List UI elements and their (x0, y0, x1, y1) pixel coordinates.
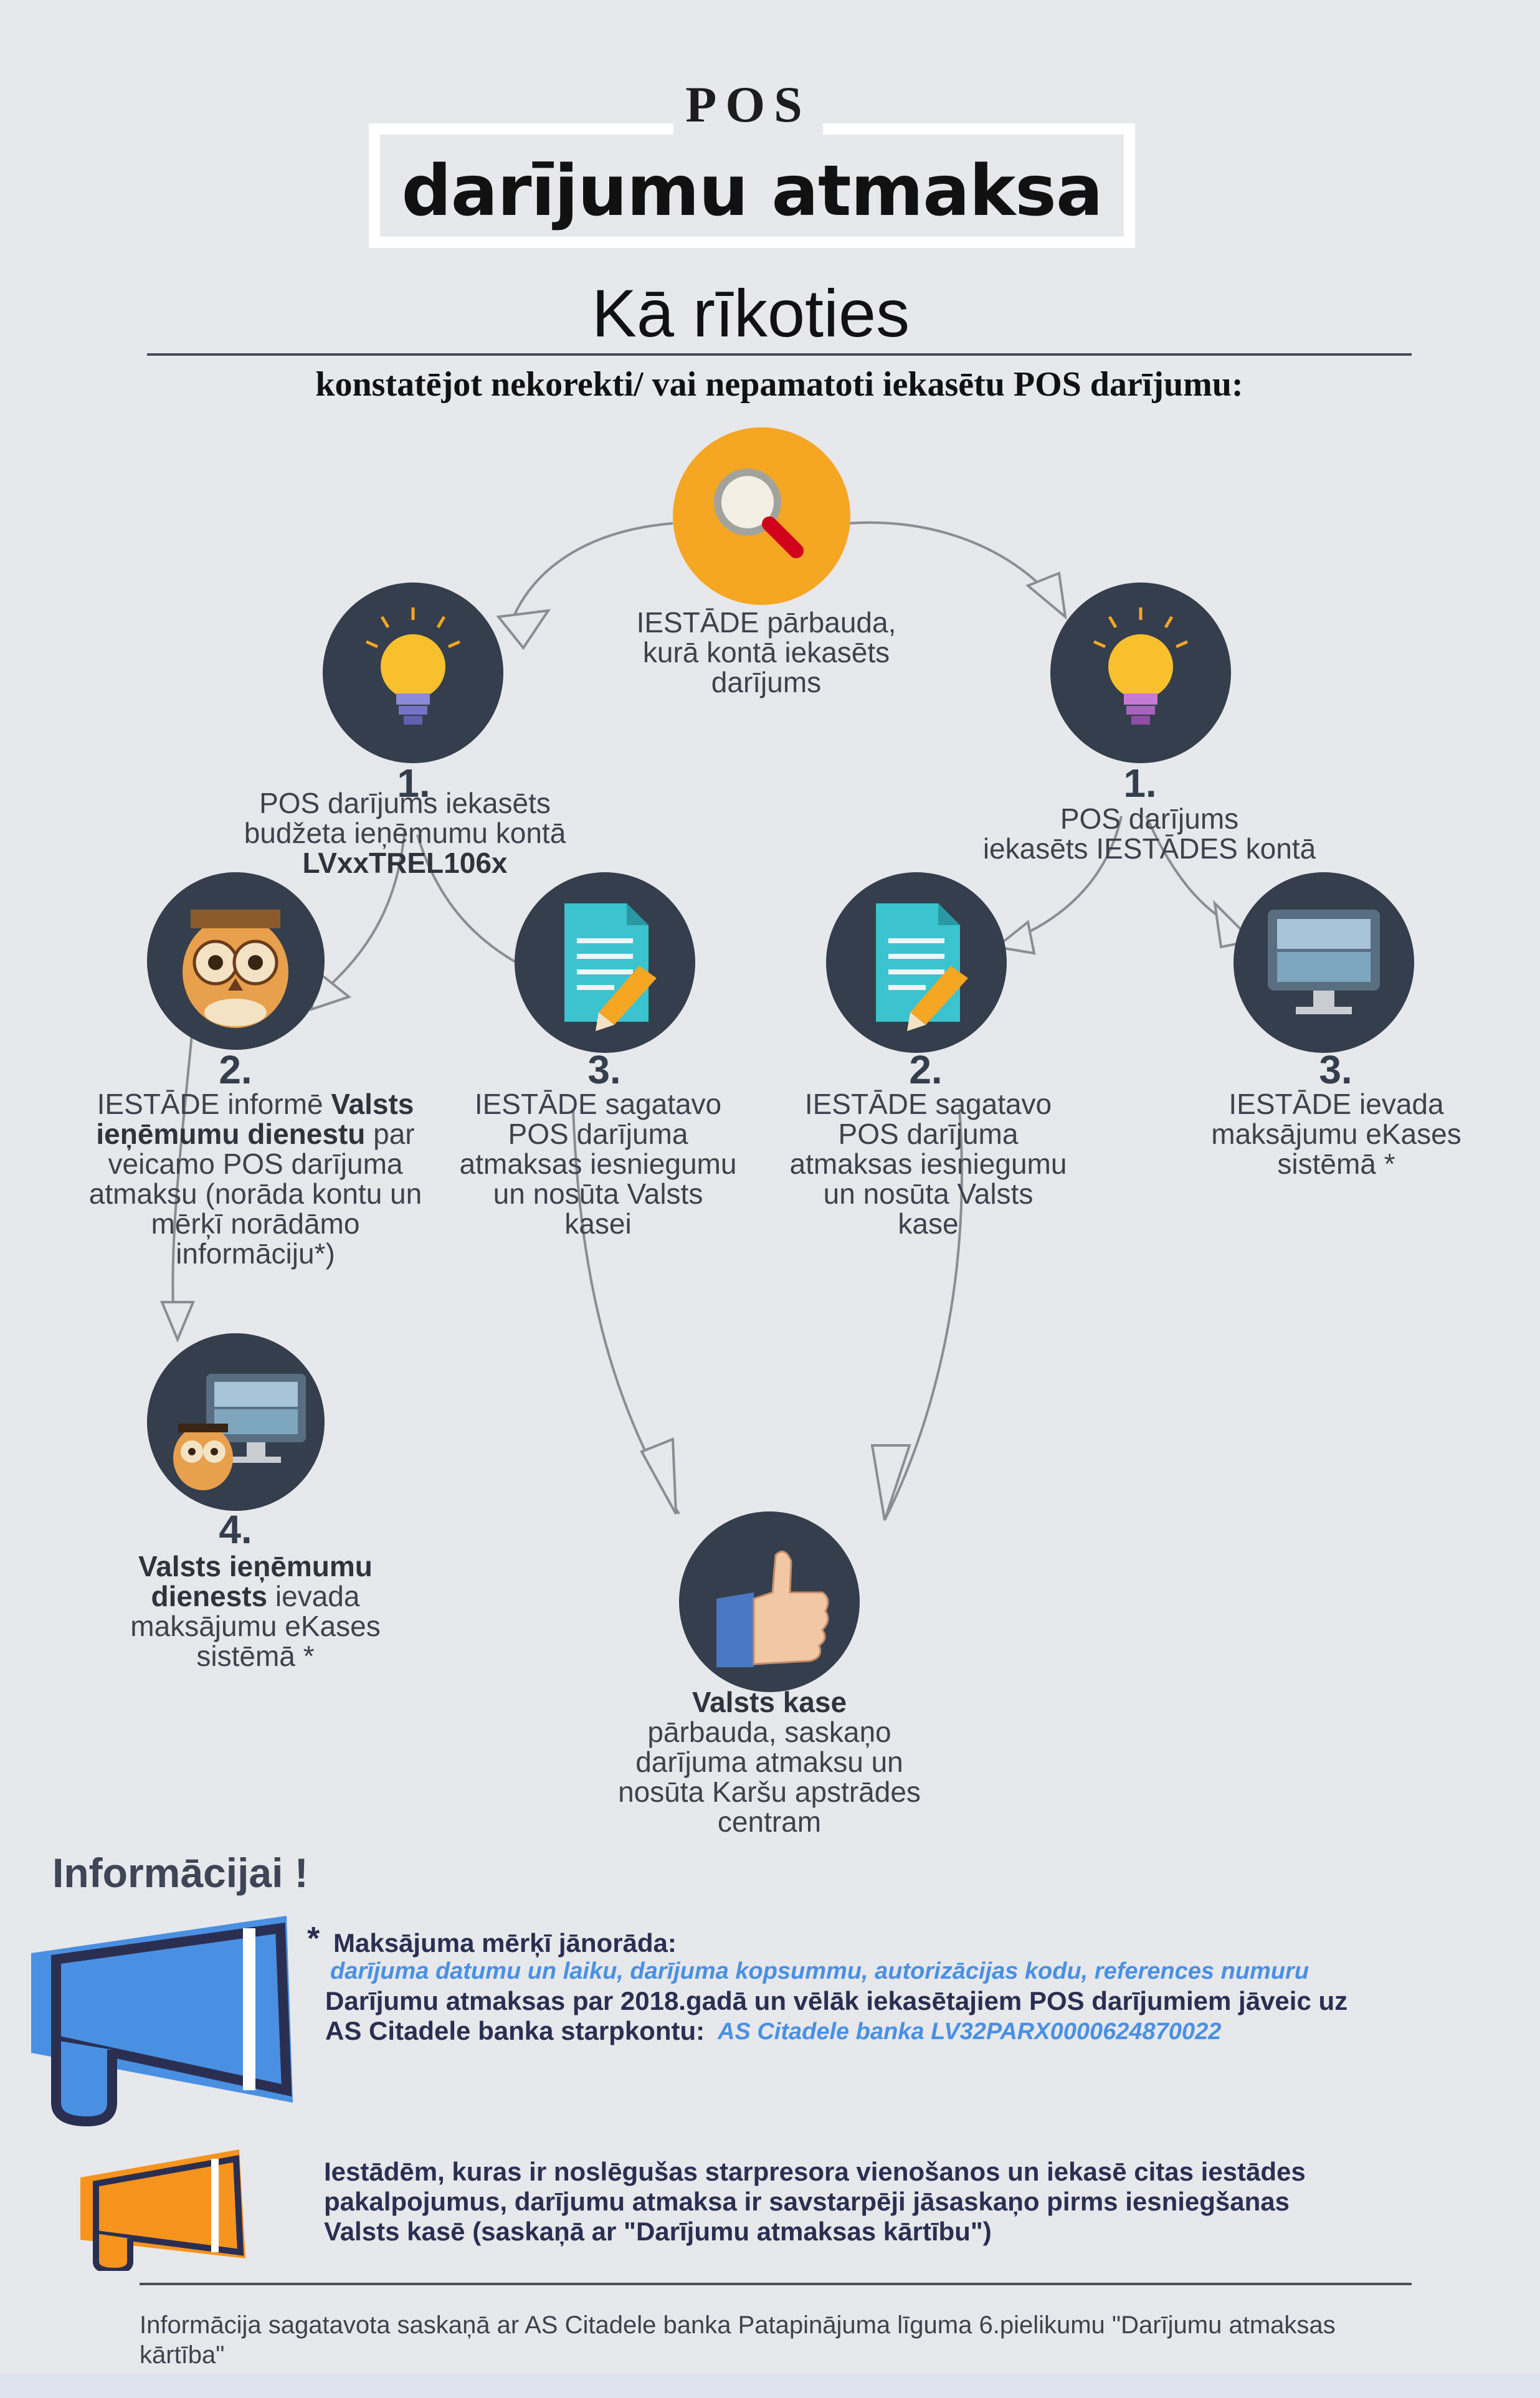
owl-icon (183, 910, 288, 1028)
lightbulb-icon (1093, 607, 1189, 725)
right-step3-text: IESTĀDE ievada maksājumu eKases sistēmā … (1211, 1088, 1462, 1180)
left-step2-circle (147, 872, 325, 1050)
top-step-circle (673, 427, 850, 605)
left-step3-text: IESTĀDE sagatavo POS darījuma atmaksas i… (459, 1088, 737, 1240)
computer-monitor-icon (1268, 910, 1380, 1014)
note-line-3: Valsts kasē (saskaņā ar "Darījumu atmaks… (324, 2217, 992, 2246)
arrow-left1-to-step2 (323, 828, 406, 992)
left-step1-number: 1. (397, 761, 430, 806)
page-subtitle: Kā rīkoties (591, 275, 910, 351)
left-step2-number: 2. (219, 1047, 252, 1092)
arrow-right1-to-step2 (1009, 816, 1123, 942)
right-step1-number: 1. (1123, 761, 1157, 806)
arrow-top-to-right (847, 521, 1054, 599)
page-title: darījumu atmaksa (401, 151, 1103, 232)
account-number: AS Citadele banka LV32PARX0000624870022 (718, 2019, 1222, 2045)
footer-source-note: Informācija sagatavota saskaņā ar AS Cit… (140, 2311, 1336, 2369)
megaphone-icon (80, 2149, 245, 2271)
left-step4-text: Valsts ieņēmumu dienests ievada maksājum… (130, 1550, 381, 1672)
scenario-question: konstatējot nekorekti/ vai nepamatoti ie… (315, 365, 1243, 404)
final-step-text: Valsts kase pārbauda, saskaņo darījuma a… (618, 1686, 921, 1838)
info-title: Informācijai ! (52, 1850, 308, 1896)
purpose-heading: Maksājuma mērķī jānorāda: (333, 1928, 677, 1958)
left-step4-circle (147, 1333, 325, 1511)
note-line-1: Iestādēm, kuras ir noslēgušas starpresor… (324, 2157, 1306, 2186)
title-frame (369, 123, 1135, 248)
document-pencil-icon (876, 903, 968, 1031)
top-step-text: IESTĀDE pārbauda, kurā kontā iekasēts da… (636, 606, 896, 698)
right-step2-circle (826, 872, 1007, 1053)
lightbulb-icon (365, 607, 461, 725)
right-step2-number: 2. (909, 1047, 943, 1092)
right-step1-circle (1050, 583, 1231, 763)
arrow-right2-to-final (883, 1108, 963, 1521)
subtitle-divider (147, 353, 1412, 356)
arrow-step2-to-step4 (171, 1021, 194, 1334)
document-pencil-icon (564, 903, 657, 1031)
final-step-circle (679, 1511, 860, 1692)
right-step1-text: POS darījums iekasēts IESTĀDES kontā (982, 802, 1316, 865)
left-step4-number: 4. (219, 1507, 252, 1552)
magnifier-icon (714, 469, 804, 558)
right-step3-circle (1233, 872, 1414, 1053)
megaphone-icon (31, 1916, 293, 2127)
owl-computer-icon (173, 1374, 306, 1490)
info-line-2: AS Citadele banka starpkontu: (325, 2016, 705, 2045)
purpose-detail: darījuma datumu un laiku, darījuma kopsu… (330, 1958, 1309, 1984)
arrow-top-to-left (510, 522, 673, 624)
note-line-2: pakalpojumus, darījumu atmaksa ir savsta… (324, 2187, 1290, 2216)
footnote-star: * (307, 1921, 320, 1957)
footer-divider (140, 2283, 1412, 2285)
bottom-band (0, 2374, 1540, 2398)
right-step2-text: IESTĀDE sagatavo POS darījuma atmaksas i… (789, 1088, 1067, 1240)
left-step3-circle (515, 872, 695, 1053)
info-line-1: Darījumu atmaksas par 2018.gadā un vēlāk… (325, 1986, 1348, 2015)
left-step1-text: POS darījums iekasēts budžeta ieņēmumu k… (244, 787, 566, 879)
left-step3-number: 3. (587, 1047, 621, 1092)
pos-label: POS (673, 74, 823, 136)
right-step3-number: 3. (1319, 1047, 1352, 1092)
left-step1-circle (323, 583, 503, 763)
thumbs-up-icon (716, 1550, 829, 1667)
left-step2-text: IESTĀDE informē Valsts ieņēmumu dienestu… (88, 1088, 422, 1270)
